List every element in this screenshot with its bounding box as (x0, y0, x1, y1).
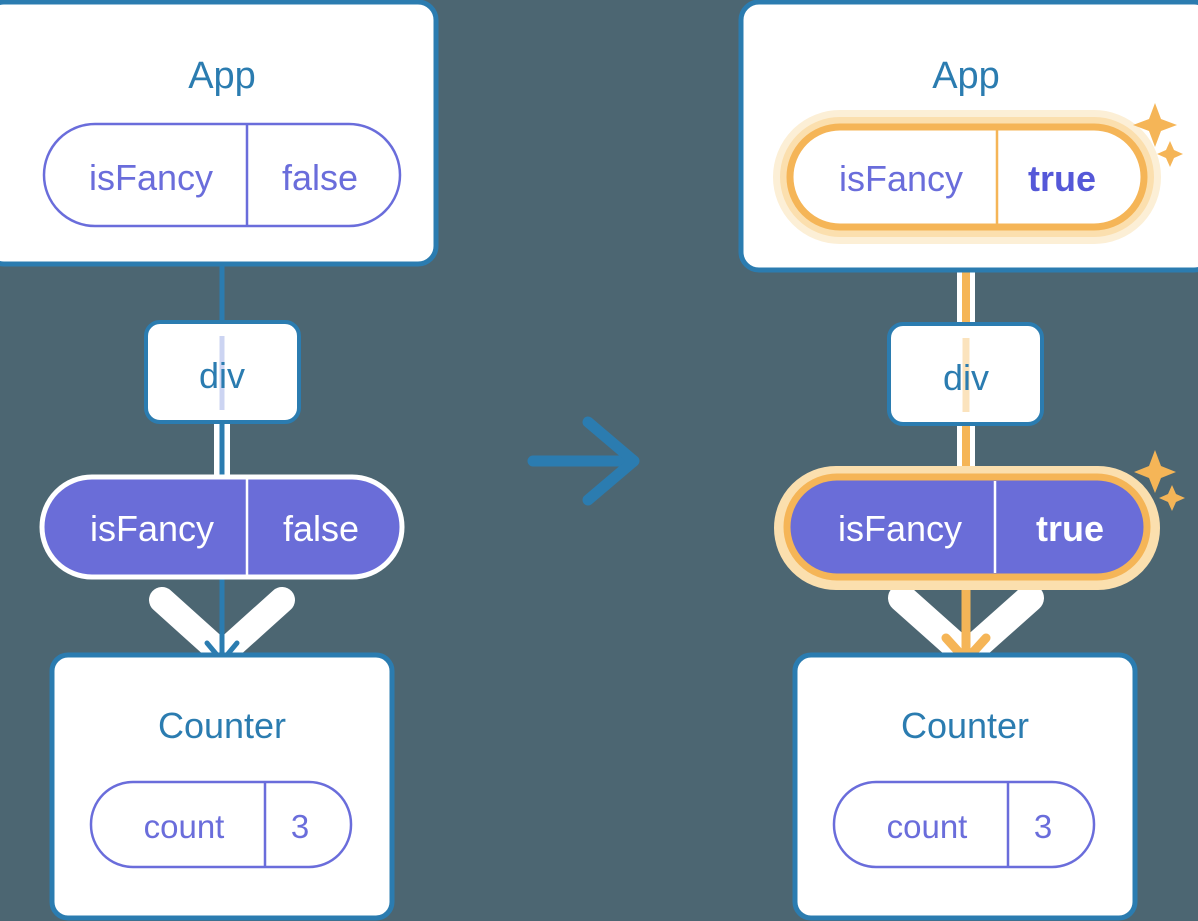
counter-state-pill-right (832, 780, 1096, 869)
app-title-right: App (932, 55, 1000, 97)
sparkle-small-app-icon (1157, 141, 1183, 167)
prop-name-left: isFancy (90, 508, 214, 549)
counter-state-pill-left (89, 780, 353, 869)
div-label-left: div (199, 355, 245, 396)
counter-state-name-right: count (887, 808, 968, 845)
prop-name-right: isFancy (838, 508, 962, 549)
app-title-left: App (188, 55, 256, 97)
sparkle-large-app-icon (1133, 103, 1177, 147)
prop-pill-softring-right (774, 466, 1160, 590)
panel-after: App isFancy true div isFancy true Counte… (738, 0, 1198, 921)
counter-title-right: Counter (901, 705, 1029, 746)
panel-before: App isFancy false div isFancy false Coun… (0, 0, 439, 921)
prop-pill-right (783, 473, 1151, 581)
div-label-right: div (943, 357, 989, 398)
prop-value-left: false (283, 508, 359, 549)
counter-title-left: Counter (158, 705, 286, 746)
app-state-value-right: true (1028, 158, 1096, 199)
sparkle-small-prop-icon (1159, 485, 1185, 511)
app-state-value-left: false (282, 157, 358, 198)
prop-value-right: true (1036, 508, 1104, 549)
counter-state-value-right: 3 (1034, 808, 1052, 845)
app-state-pill-left (42, 122, 402, 228)
counter-state-value-left: 3 (291, 808, 309, 845)
app-state-name-right: isFancy (839, 158, 963, 199)
prop-pill-left (39, 474, 405, 580)
app-state-name-left: isFancy (89, 157, 213, 198)
counter-state-name-left: count (144, 808, 225, 845)
sparkle-large-prop-icon (1134, 450, 1176, 493)
app-state-pill-right (786, 123, 1148, 231)
transition-arrow-right-icon (527, 416, 640, 506)
